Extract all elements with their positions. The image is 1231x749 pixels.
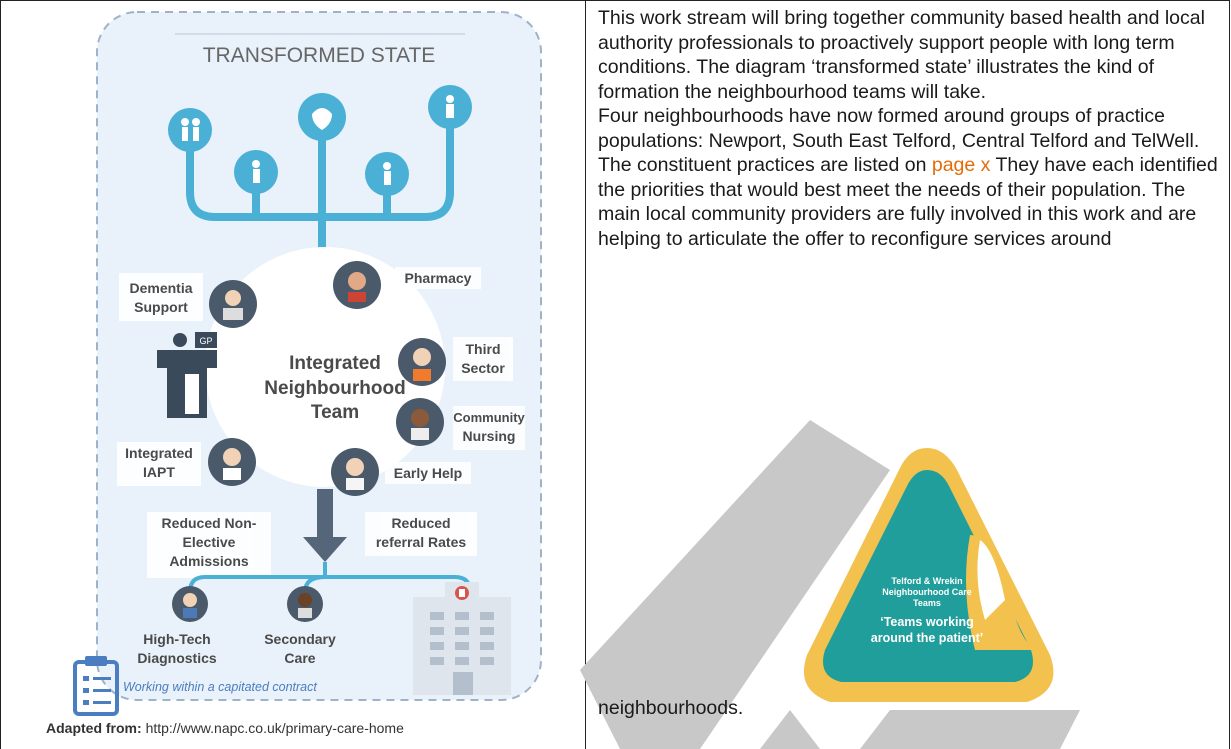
secondary-care-avatar — [287, 586, 323, 622]
trunk-arrow — [317, 489, 333, 541]
tail-text: neighbourhoods. — [598, 697, 744, 719]
secondary-label2: Care — [284, 650, 315, 666]
third-label1: Third — [466, 341, 501, 357]
transformed-state-diagram: TRANSFORMED STATE Integrated Neighbourho… — [73, 11, 542, 716]
dementia-avatar — [209, 280, 257, 328]
neighbourhood-teams-badge: Telford & Wrekin Neighbourhood Care Team… — [803, 448, 1054, 702]
referral-label1: Reduced — [391, 515, 450, 531]
paragraph-2-start: Four neighbourhoods have now formed arou… — [598, 105, 1200, 176]
nonelective-label1: Reduced Non- — [162, 515, 257, 531]
hightech-label2: Diagnostics — [137, 650, 217, 666]
center-line3: Team — [311, 402, 359, 423]
community-label2: Nursing — [463, 428, 516, 444]
badge-line2: Neighbourhood Care — [882, 587, 972, 597]
source-caption: Adapted from: http://www.napc.co.uk/prim… — [46, 720, 404, 736]
nonelective-label3: Admissions — [169, 553, 249, 569]
paragraph-1: This work stream will bring together com… — [598, 7, 1205, 103]
early-help-label: Early Help — [394, 465, 462, 481]
dementia-label1: Dementia — [129, 280, 192, 296]
secondary-label1: Secondary — [264, 631, 336, 647]
page-link[interactable]: page x — [931, 154, 991, 176]
badge-quote2: around the patient’ — [871, 631, 984, 645]
table-right-edge — [1229, 0, 1230, 749]
team-circle — [205, 247, 445, 487]
gp-label: GP — [199, 336, 212, 346]
center-line1: Integrated — [289, 353, 381, 374]
community-label1: Community — [453, 410, 525, 425]
paragraph-2-end: They have each identified the priorities… — [598, 154, 1218, 250]
contract-text: Working within a capitated contract — [123, 680, 317, 694]
column-divider — [585, 0, 586, 749]
badge-line3: Teams — [913, 598, 941, 608]
dementia-label2: Support — [134, 299, 188, 315]
referral-label2: referral Rates — [376, 534, 466, 550]
pharmacy-label: Pharmacy — [405, 270, 472, 286]
diagram-title: TRANSFORMED STATE — [203, 44, 436, 67]
third-sector-avatar — [398, 338, 446, 386]
hightech-label1: High-Tech — [143, 631, 210, 647]
badge-quote1: ‘Teams working — [880, 615, 974, 629]
iapt-avatar — [208, 438, 256, 486]
iapt-label1: Integrated — [125, 445, 193, 461]
caption-url: http://www.napc.co.uk/primary-care-home — [145, 720, 404, 736]
pharmacy-avatar — [333, 261, 381, 309]
early-help-avatar — [331, 448, 379, 496]
gp-desk-icon: GP — [157, 332, 217, 418]
caption-label: Adapted from: — [46, 720, 142, 736]
center-line2: Neighbourhood — [264, 378, 405, 399]
hospital-icon — [413, 582, 511, 695]
community-nursing-avatar — [396, 398, 444, 446]
role-avatars — [208, 261, 446, 496]
iapt-label2: IAPT — [143, 464, 175, 480]
badge-line1: Telford & Wrekin — [891, 576, 962, 586]
family-icon — [168, 108, 212, 152]
third-label2: Sector — [461, 360, 505, 376]
high-tech-avatar — [172, 586, 208, 622]
nonelective-label2: Elective — [183, 534, 236, 550]
body-text: This work stream will bring together com… — [598, 6, 1223, 251]
clipboard-icon — [73, 656, 119, 716]
paragraph-2: Four neighbourhoods have now formed arou… — [598, 104, 1223, 251]
